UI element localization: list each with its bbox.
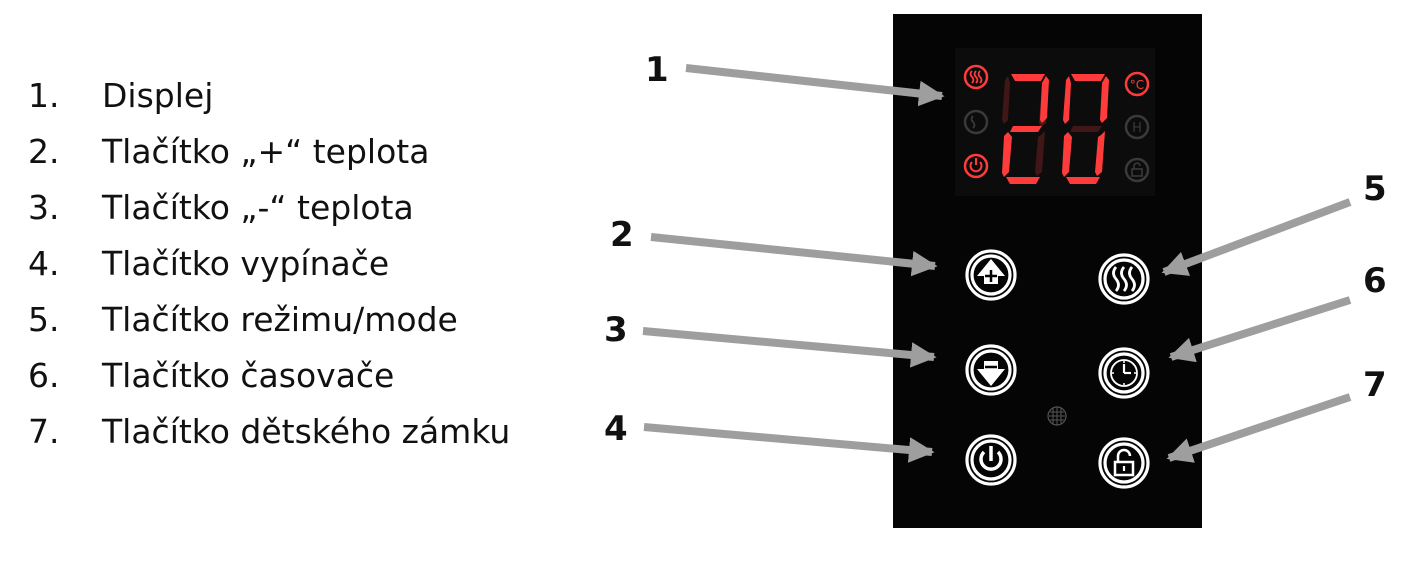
mode-button[interactable] bbox=[1098, 253, 1150, 305]
legend-item-power: 4. Tlačítko vypínače bbox=[28, 236, 510, 292]
legend-item-lock: 7. Tlačítko dětského zámku bbox=[28, 404, 510, 460]
callout-number-5: 5 bbox=[1363, 169, 1387, 209]
lock-indicator-icon bbox=[1124, 157, 1150, 183]
digit-left bbox=[1002, 74, 1049, 184]
legend-label: Tlačítko časovače bbox=[102, 356, 395, 395]
arrow-2 bbox=[650, 233, 938, 277]
h-indicator-label: H bbox=[1132, 121, 1142, 136]
legend-label: Tlačítko „+“ teplota bbox=[102, 132, 430, 171]
minus-temperature-button[interactable] bbox=[965, 344, 1017, 396]
legend-item-plus: 2. Tlačítko „+“ teplota bbox=[28, 124, 510, 180]
celsius-indicator-icon: °C bbox=[1124, 71, 1150, 97]
wind-indicator-icon bbox=[963, 109, 989, 135]
legend-number: 7. bbox=[28, 412, 60, 451]
unit-label: °C bbox=[1130, 78, 1144, 92]
legend-label: Tlačítko režimu/mode bbox=[102, 300, 458, 339]
callout-number-7: 7 bbox=[1363, 365, 1387, 405]
digit-right bbox=[1062, 74, 1109, 184]
legend-item-mode: 5. Tlačítko režimu/mode bbox=[28, 292, 510, 348]
padlock-icon bbox=[1113, 448, 1135, 477]
minus-arrow-icon bbox=[977, 361, 1005, 386]
legend-number: 1. bbox=[28, 76, 60, 115]
legend-label: Tlačítko vypínače bbox=[102, 244, 390, 283]
callout-number-6: 6 bbox=[1363, 261, 1387, 301]
arrow-1 bbox=[685, 64, 945, 107]
callout-number-2: 2 bbox=[610, 215, 634, 255]
child-lock-button[interactable] bbox=[1098, 437, 1150, 489]
legend-item-minus: 3. Tlačítko „-“ teplota bbox=[28, 180, 510, 236]
seven-segment-readout bbox=[1002, 74, 1109, 184]
callout-number-4: 4 bbox=[604, 409, 628, 449]
legend-label: Tlačítko dětského zámku bbox=[102, 412, 511, 451]
sensor-icon bbox=[1047, 406, 1067, 426]
timer-button[interactable] bbox=[1098, 347, 1150, 399]
legend-list: 1. Displej 2. Tlačítko „+“ teplota 3. Tlačí… bbox=[28, 68, 510, 460]
power-indicator-icon bbox=[963, 153, 989, 179]
h-indicator-icon: H bbox=[1124, 114, 1150, 140]
legend-number: 4. bbox=[28, 244, 60, 283]
power-icon bbox=[979, 450, 1003, 471]
callout-number-3: 3 bbox=[604, 310, 628, 350]
heat-waves-icon bbox=[1112, 266, 1136, 292]
heat-indicator-icon bbox=[963, 64, 989, 90]
display: °C H bbox=[955, 48, 1155, 196]
legend-label: Tlačítko „-“ teplota bbox=[102, 188, 414, 227]
arrow-5 bbox=[1161, 198, 1352, 276]
plus-temperature-button[interactable] bbox=[965, 249, 1017, 301]
arrow-4 bbox=[643, 423, 935, 463]
arrow-3 bbox=[642, 327, 937, 368]
power-button[interactable] bbox=[965, 434, 1017, 486]
clock-icon bbox=[1110, 359, 1138, 387]
legend-label: Displej bbox=[102, 76, 214, 115]
legend-number: 2. bbox=[28, 132, 60, 171]
legend-number: 6. bbox=[28, 356, 60, 395]
legend-number: 5. bbox=[28, 300, 60, 339]
legend-number: 3. bbox=[28, 188, 60, 227]
arrow-7 bbox=[1166, 393, 1352, 463]
arrow-6 bbox=[1168, 296, 1352, 363]
callout-number-1: 1 bbox=[645, 50, 669, 90]
legend-item-timer: 6. Tlačítko časovače bbox=[28, 348, 510, 404]
legend-item-display: 1. Displej bbox=[28, 68, 510, 124]
